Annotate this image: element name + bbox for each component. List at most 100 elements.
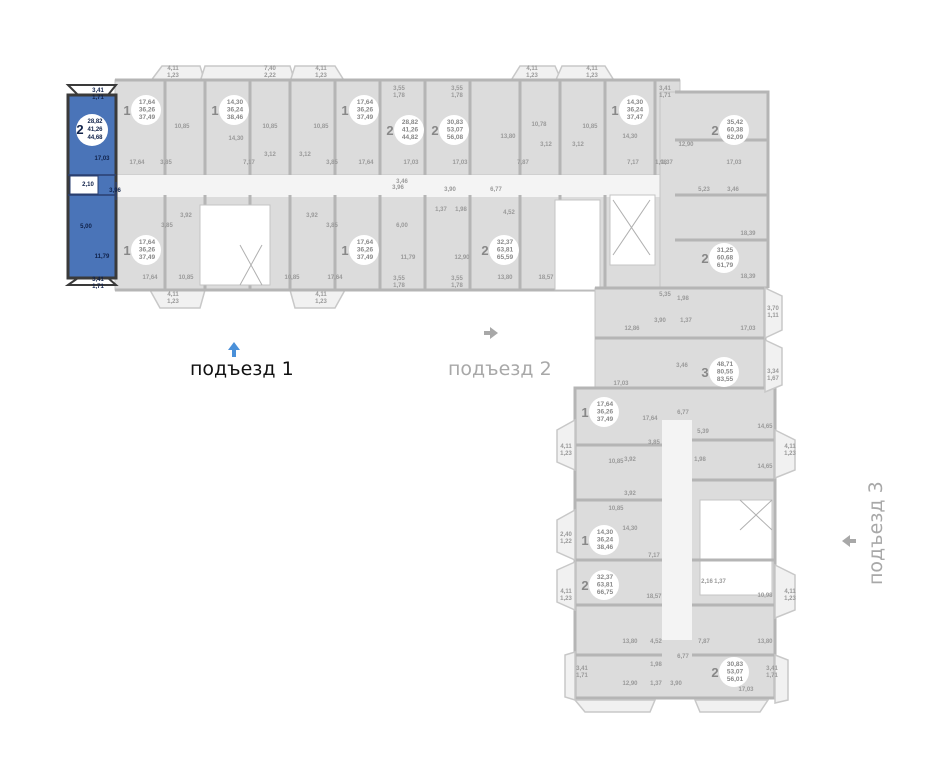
apartment-circle: [719, 657, 749, 687]
room-area-label: 10,85: [262, 124, 278, 130]
room-area-label: 10,85: [582, 124, 598, 130]
room-area-label: 1,78: [451, 283, 463, 289]
room-area-label: 7,17: [243, 160, 255, 166]
apartment-rooms: 2: [481, 243, 488, 258]
room-area-label: 1,23: [586, 73, 598, 79]
apartment-area: 41,26: [402, 127, 419, 134]
room-area-label: 1,67: [767, 376, 779, 382]
room-area-label: 1,37: [680, 318, 692, 324]
room-area-label: 18,57: [646, 594, 662, 600]
room-area-label: 2,40: [560, 532, 572, 538]
room-area-label: 12,90: [678, 142, 694, 148]
entrance-2[interactable]: подъезд 2: [448, 327, 552, 380]
room-area-label: 4,11: [167, 292, 179, 298]
room-area-label: 17,03: [403, 160, 419, 166]
room-area-label: 3,90: [670, 681, 682, 687]
room-area-label: 18,39: [740, 274, 756, 280]
room-area-label: 7,17: [648, 553, 660, 559]
room-area-label: 4,11: [784, 589, 796, 595]
room-area-label: 3,96: [392, 185, 404, 191]
room-area-label: 17,64: [642, 416, 658, 422]
apartment-circle: [439, 115, 469, 145]
entrance-1[interactable]: подъезд 1: [190, 342, 294, 380]
room-area-label: 10,85: [313, 124, 329, 130]
apartment-area: 83,55: [717, 376, 734, 383]
entrance-3[interactable]: подъезд 3: [842, 481, 887, 585]
room-area-label: 3,92: [306, 213, 318, 219]
room-area-label: 17,03: [613, 381, 629, 387]
room-area-label: 7,17: [627, 160, 639, 166]
apartment-area: 36,26: [357, 107, 374, 114]
room-area-label: 1,78: [451, 93, 463, 99]
room-area-label: 13,80: [757, 639, 773, 645]
room-area-label: 1,78: [393, 93, 405, 99]
apartment-circle: [349, 235, 379, 265]
apartment-circle: [619, 95, 649, 125]
room-area-label: 3,41: [576, 666, 588, 672]
apartment-area: 17,64: [139, 239, 156, 246]
room-area-label: 1,98: [650, 662, 662, 668]
room-area-label: 3,46: [727, 187, 739, 193]
highlight-balcony-label: 3,41: [92, 88, 104, 94]
apartment-area: 30,83: [727, 661, 744, 668]
room-area-label: 14,30: [622, 526, 638, 532]
room-area-label: 1,37: [714, 579, 726, 585]
room-area-label: 3,12: [540, 142, 552, 148]
room-area-label: 4,11: [167, 66, 179, 72]
apartment-area: 37,49: [357, 114, 374, 121]
apartment-area: 63,81: [497, 247, 514, 254]
apartment-circle: [349, 95, 379, 125]
right-wing: [556, 286, 796, 713]
highlighted-apartment[interactable]: 2 28,82 41,26 44,68 17,03 3,96 2,10 5,00…: [64, 84, 121, 290]
apartment-area: 32,37: [497, 239, 514, 246]
apartment-circle: [709, 357, 739, 387]
room-area-label: 3,70: [767, 306, 779, 312]
apartment-circle: [589, 525, 619, 555]
room-area-label: 17,64: [358, 160, 374, 166]
apartment-rooms: 1: [123, 243, 130, 258]
room-area-label: 1,22: [560, 539, 572, 545]
apartment-area: 37,49: [357, 254, 374, 261]
apartment-area: 53,07: [447, 127, 464, 134]
room-area-label: 1,98: [655, 160, 667, 166]
apartment-rooms: 2: [711, 665, 718, 680]
room-area-label: 3,55: [451, 86, 463, 92]
room-area-label: 4,52: [650, 639, 662, 645]
room-area-label: 17,03: [452, 160, 468, 166]
apartment-rooms: 1: [211, 103, 218, 118]
apartment-rooms: 1: [611, 103, 618, 118]
room-area-label: 3,85: [160, 160, 172, 166]
room-area-label: 3,92: [180, 213, 192, 219]
room-area-label: 1,71: [659, 93, 671, 99]
highlight-room-label: 17,03: [94, 156, 110, 162]
apartment-rooms: 2: [431, 123, 438, 138]
apartment-rooms: 2: [711, 123, 718, 138]
room-area-label: 3,41: [659, 86, 671, 92]
apartment-area: 32,37: [597, 574, 614, 581]
room-area-label: 3,92: [624, 457, 636, 463]
apartment-circle: [219, 95, 249, 125]
room-area-label: 2,16: [701, 579, 713, 585]
room-area-label: 3,92: [624, 491, 636, 497]
highlight-room-label: 11,79: [95, 254, 110, 260]
apartment-rooms: 1: [341, 243, 348, 258]
apartment-area: 14,30: [597, 529, 614, 536]
room-area-label: 1,71: [766, 673, 778, 679]
